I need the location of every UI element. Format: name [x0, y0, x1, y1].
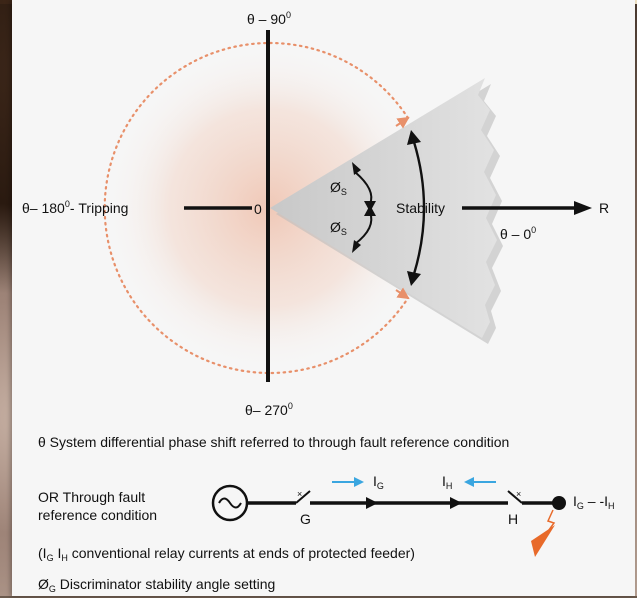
- label-r: R: [599, 200, 610, 216]
- feeder-arrow-1: [366, 497, 378, 509]
- stability-arc-arrow-top: [407, 130, 421, 145]
- stability-arc: [412, 141, 426, 275]
- stability-wedge: [270, 78, 497, 338]
- legend-currents: (IG IH conventional relay currents at en…: [38, 545, 415, 563]
- label-origin: 0: [254, 201, 262, 217]
- stability-arc-arrow-bottom: [407, 271, 421, 286]
- label-theta-180-tripping: θ– 1800- Tripping: [22, 199, 129, 216]
- breaker-g-mark: ×: [297, 489, 302, 499]
- breaker-g-switch: [295, 490, 311, 504]
- label-theta-270: θ– 2700: [245, 401, 293, 418]
- feeder-arrow-2: [450, 497, 462, 509]
- legend-theta-description: θ System differential phase shift referr…: [38, 434, 510, 450]
- label-ig-minus-ih: IG – -IH: [573, 493, 615, 511]
- breaker-h-mark: ×: [516, 489, 521, 499]
- legend-or-line-2: reference condition: [38, 507, 158, 523]
- phi-s-arrow-upper-out: [352, 162, 361, 175]
- dotted-arrow-top: [395, 116, 410, 129]
- legend-phi-setting: ØG Discriminator stability angle setting: [38, 576, 276, 594]
- sine-wave-icon: [218, 497, 242, 509]
- phi-s-arrow-lower-in: [364, 205, 376, 216]
- dotted-circle: [103, 41, 410, 375]
- legend-or-line-1: OR Through fault: [38, 489, 146, 505]
- label-ig: IG: [373, 473, 384, 491]
- label-h: H: [508, 511, 519, 527]
- label-ih: IH: [442, 473, 453, 491]
- label-theta-0: θ – 00: [500, 225, 537, 242]
- label-g: G: [300, 511, 311, 527]
- label-theta-90: θ – 900: [247, 10, 291, 27]
- bus-node: [552, 496, 566, 510]
- dotted-arrow-bottom: [395, 287, 410, 300]
- reference-arrowhead: [574, 201, 592, 215]
- label-phi-s-upper: ØS: [330, 179, 347, 197]
- breaker-h-switch: [507, 490, 523, 504]
- phi-s-arrow-lower-out: [352, 240, 361, 253]
- fault-arrow-icon: [531, 525, 555, 557]
- label-phi-s-lower: ØS: [330, 219, 347, 237]
- label-stability: Stability: [396, 200, 446, 216]
